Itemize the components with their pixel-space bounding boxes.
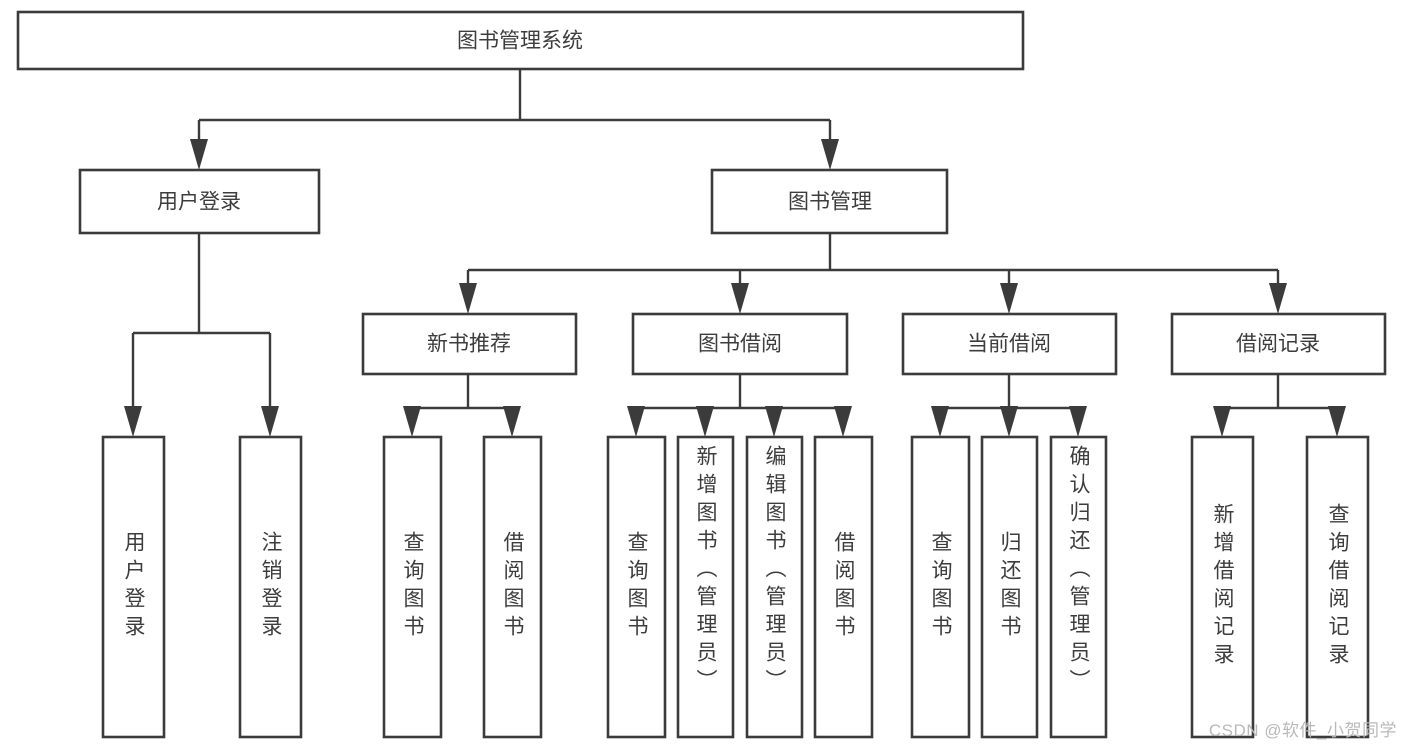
node-leaf-borrow-book-2[interactable] — [813, 435, 874, 739]
node-leaf-add-record-label: 新增借阅记录 — [1211, 503, 1234, 671]
node-leaf-borrow-book-1-label-wrap: 借阅图书 — [484, 437, 541, 737]
node-leaf-return-book[interactable] — [980, 435, 1039, 739]
node-leaf-edit-book-box[interactable] — [745, 435, 804, 739]
node-leaf-return-book-label: 归还图书 — [998, 531, 1021, 643]
node-leaf-add-book-box[interactable] — [676, 435, 735, 739]
node-leaf-borrow-book-1-label: 借阅图书 — [501, 531, 524, 643]
node-leaf-query-book-1-label: 查询图书 — [401, 531, 424, 643]
arrowhead-leaf-query-record — [1328, 406, 1346, 437]
node-leaf-user-login-label: 用户登录 — [122, 531, 145, 643]
node-leaf-user-login[interactable] — [101, 435, 166, 739]
node-root[interactable]: 图书管理系统 — [16, 10, 1025, 71]
node-current-borrow-label: 当前借阅 — [967, 333, 1051, 356]
arrowhead-book-borrow — [731, 283, 749, 314]
arrowhead-leaf-query-book-2 — [627, 406, 645, 437]
node-leaf-query-book-3-box[interactable] — [910, 435, 971, 739]
node-leaf-query-book-2-label: 查询图书 — [625, 531, 648, 643]
node-user-login-label: 用户登录 — [157, 191, 241, 214]
node-book-manage[interactable]: 图书管理 — [710, 168, 949, 235]
node-borrow-record-label: 借阅记录 — [1236, 333, 1320, 356]
arrowhead-leaf-query-book-1 — [403, 406, 421, 437]
node-leaf-confirm-return[interactable] — [1049, 435, 1108, 739]
node-current-borrow[interactable]: 当前借阅 — [901, 312, 1118, 376]
node-leaf-user-login-box[interactable] — [101, 435, 166, 739]
arrowhead-leaf-confirm-return — [1069, 406, 1087, 437]
arrowhead-new-book-rec — [459, 283, 477, 314]
node-leaf-edit-book-label: 编辑图书（管理员） — [763, 445, 786, 697]
node-leaf-query-book-1-label-wrap: 查询图书 — [384, 437, 441, 737]
node-leaf-add-book[interactable] — [676, 435, 735, 739]
node-leaf-logout-box[interactable] — [238, 435, 303, 739]
node-leaf-borrow-book-2-box[interactable] — [813, 435, 874, 739]
node-new-book-rec-label: 新书推荐 — [427, 333, 511, 356]
arrowhead-leaf-borrow-book-2 — [834, 406, 852, 437]
node-leaf-return-book-label-wrap: 归还图书 — [982, 437, 1037, 737]
arrowhead-leaf-add-book — [696, 406, 714, 437]
node-leaf-query-book-2-label-wrap: 查询图书 — [608, 437, 665, 737]
arrowhead-borrow-record — [1269, 283, 1287, 314]
node-borrow-record-box[interactable] — [1170, 312, 1387, 376]
node-book-borrow-box[interactable] — [631, 312, 849, 376]
node-leaf-add-book-label: 新增图书（管理员） — [694, 445, 717, 697]
node-leaf-add-record-label-wrap: 新增借阅记录 — [1192, 437, 1253, 737]
csdn-watermark: CSDN @软件_小贺同学 — [1208, 721, 1397, 740]
node-leaf-add-book-label-wrap: 新增图书（管理员） — [678, 437, 733, 737]
node-new-book-rec-box[interactable] — [361, 312, 578, 376]
node-borrow-record[interactable]: 借阅记录 — [1170, 312, 1387, 376]
node-leaf-add-record-box[interactable] — [1190, 435, 1255, 739]
arrowhead-user-login — [190, 139, 208, 170]
node-user-login-box[interactable] — [78, 168, 321, 235]
node-root-label: 图书管理系统 — [457, 30, 583, 53]
node-root-box[interactable] — [16, 10, 1025, 71]
node-leaf-borrow-book-2-label: 借阅图书 — [832, 531, 855, 643]
node-new-book-rec[interactable]: 新书推荐 — [361, 312, 578, 376]
node-leaf-user-login-label-wrap: 用户登录 — [103, 437, 164, 737]
arrowhead-leaf-user-login — [124, 406, 142, 437]
node-leaf-borrow-book-1-box[interactable] — [482, 435, 543, 739]
node-leaf-query-book-2[interactable] — [606, 435, 667, 739]
node-leaf-query-book-3-label-wrap: 查询图书 — [912, 437, 969, 737]
arrowhead-leaf-borrow-book-1 — [503, 406, 521, 437]
node-leaf-edit-book[interactable] — [745, 435, 804, 739]
node-current-borrow-box[interactable] — [901, 312, 1118, 376]
arrowhead-leaf-logout — [261, 406, 279, 437]
node-leaf-query-book-1[interactable] — [382, 435, 443, 739]
node-leaf-query-record-box[interactable] — [1305, 435, 1370, 739]
arrowhead-leaf-query-book-3 — [931, 406, 949, 437]
node-leaf-query-record-label-wrap: 查询借阅记录 — [1307, 437, 1368, 737]
node-leaf-query-book-1-box[interactable] — [382, 435, 443, 739]
node-leaf-logout-label-wrap: 注销登录 — [240, 437, 301, 737]
node-leaf-query-book-3-label: 查询图书 — [929, 531, 952, 643]
node-leaf-confirm-return-label-wrap: 确认归还（管理员） — [1051, 437, 1106, 737]
node-leaf-query-record[interactable] — [1305, 435, 1370, 739]
node-leaf-logout-label: 注销登录 — [259, 531, 282, 643]
node-leaf-query-record-label: 查询借阅记录 — [1326, 503, 1349, 671]
node-leaf-borrow-book-2-label-wrap: 借阅图书 — [815, 437, 872, 737]
node-leaf-confirm-return-box[interactable] — [1049, 435, 1108, 739]
arrowhead-current-borrow — [1000, 283, 1018, 314]
arrowhead-leaf-edit-book — [765, 406, 783, 437]
arrowhead-leaf-return-book — [1000, 406, 1018, 437]
node-book-manage-label: 图书管理 — [788, 191, 872, 214]
arrowhead-book-manage — [821, 139, 839, 170]
node-book-borrow[interactable]: 图书借阅 — [631, 312, 849, 376]
node-leaf-borrow-book-1[interactable] — [482, 435, 543, 739]
node-book-borrow-label: 图书借阅 — [698, 333, 782, 356]
node-leaf-edit-book-label-wrap: 编辑图书（管理员） — [747, 437, 802, 737]
node-user-login[interactable]: 用户登录 — [78, 168, 321, 235]
node-leaf-logout[interactable] — [238, 435, 303, 739]
node-leaf-return-book-box[interactable] — [980, 435, 1039, 739]
node-leaf-query-book-2-box[interactable] — [606, 435, 667, 739]
node-leaf-confirm-return-label: 确认归还（管理员） — [1067, 445, 1090, 697]
node-leaf-query-book-3[interactable] — [910, 435, 971, 739]
arrowhead-leaf-add-record — [1213, 406, 1231, 437]
node-leaf-add-record[interactable] — [1190, 435, 1255, 739]
connector-layer — [124, 69, 1346, 437]
node-book-manage-box[interactable] — [710, 168, 949, 235]
